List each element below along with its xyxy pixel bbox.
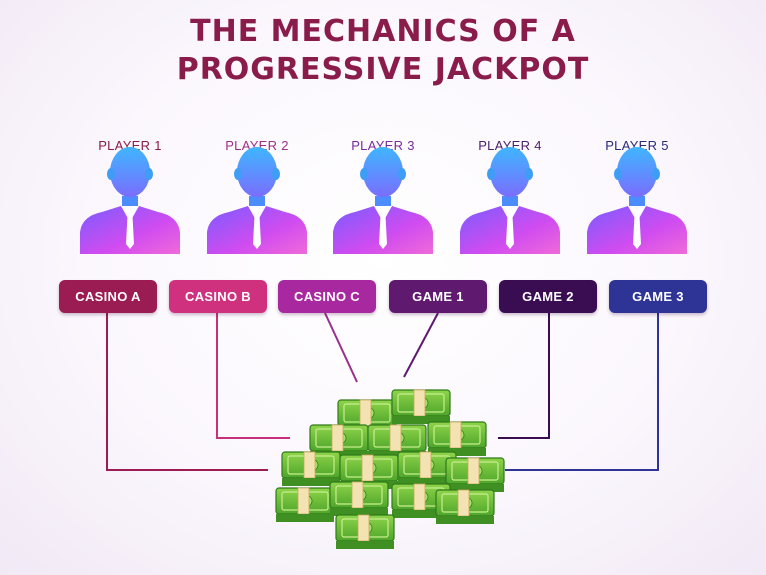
money-stack-icon [275,389,505,550]
title-line-2: PROGRESSIVE JACKPOT [176,52,590,87]
tag-casino-a: CASINO A [59,280,157,313]
player-5-label: PLAYER 5 [605,138,669,153]
connector-casino-a [106,313,268,471]
player-3-icon [333,147,433,254]
title-line-1: THE MECHANICS OF A [190,14,576,49]
tag-casino-b: CASINO B [169,280,267,313]
player-4-label: PLAYER 4 [478,138,542,153]
player-5-icon [587,147,687,254]
player-4-icon [460,147,560,254]
tag-casino-c: CASINO C [278,280,376,313]
player-2-icon [207,147,307,254]
tag-game-1: GAME 1 [389,280,487,313]
tag-game-3: GAME 3 [609,280,707,313]
player-2-label: PLAYER 2 [225,138,289,153]
connector-game-3 [505,313,659,471]
connector-game-2 [498,313,550,439]
connector-game-1 [403,312,439,378]
player-3-label: PLAYER 3 [351,138,415,153]
tag-game-2: GAME 2 [499,280,597,313]
player-1-icon [80,147,180,254]
connector-casino-c [324,312,358,383]
connector-casino-b [216,313,290,439]
player-1-label: PLAYER 1 [98,138,162,153]
